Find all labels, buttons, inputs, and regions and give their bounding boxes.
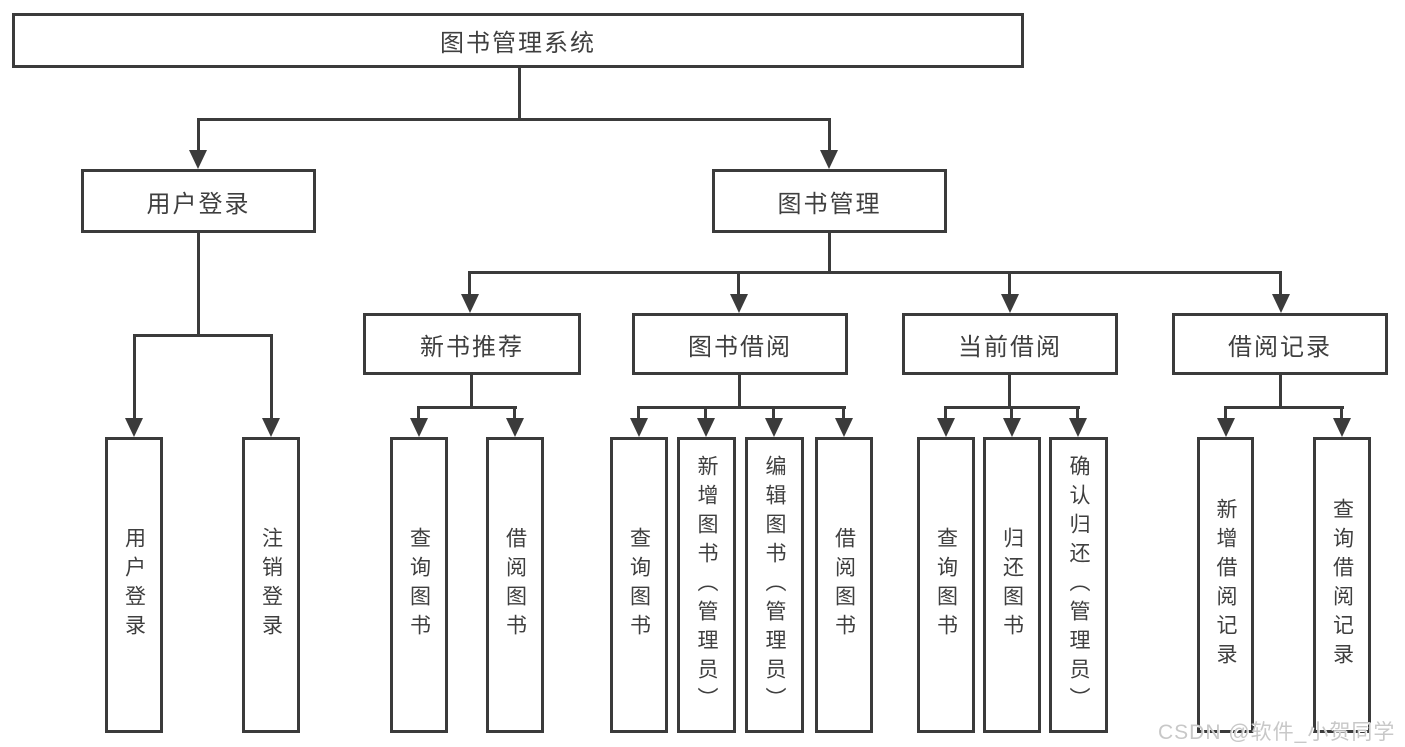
connector-hline <box>417 406 517 409</box>
node-book-management: 图书管理 <box>712 169 947 233</box>
connector-vline <box>828 233 831 273</box>
connector-hline <box>1224 406 1344 409</box>
leaf-edit-books-admin-label: 编辑图书（管理员） <box>763 454 786 716</box>
connector-hline <box>469 271 1282 274</box>
node-current-borrow: 当前借阅 <box>902 313 1118 375</box>
arrowhead-down-icon <box>1333 418 1351 437</box>
leaf-recommend-query-books-label: 查询图书 <box>407 527 431 643</box>
node-new-book-recommend-label: 新书推荐 <box>420 333 524 361</box>
arrowhead-down-icon <box>630 418 648 437</box>
arrowhead-down-icon <box>410 418 428 437</box>
leaf-query-borrow-record-label: 查询借阅记录 <box>1330 498 1354 672</box>
connector-vline <box>513 406 516 419</box>
connector-vline <box>1008 375 1011 408</box>
node-borrow-records: 借阅记录 <box>1172 313 1388 375</box>
connector-vline <box>637 406 640 419</box>
connector-vline <box>1008 271 1011 296</box>
arrowhead-down-icon <box>730 294 748 313</box>
arrowhead-down-icon <box>697 418 715 437</box>
connector-vline <box>1279 375 1282 408</box>
watermark: CSDN @软件_小贺同学 <box>1158 721 1396 744</box>
connector-vline <box>468 271 471 296</box>
leaf-recommend-borrow-books: 借阅图书 <box>486 437 544 733</box>
leaf-confirm-return-admin-label: 确认归还（管理员） <box>1067 454 1090 716</box>
connector-vline <box>704 406 707 419</box>
leaf-borrow-books: 借阅图书 <box>815 437 873 733</box>
arrowhead-down-icon <box>1001 294 1019 313</box>
connector-hline <box>133 334 273 337</box>
leaf-recommend-borrow-books-label: 借阅图书 <box>503 527 527 643</box>
node-book-borrow-label: 图书借阅 <box>688 333 792 361</box>
connector-vline <box>518 68 521 119</box>
leaf-logout-label: 注销登录 <box>259 527 283 643</box>
leaf-add-books-admin-label: 新增图书（管理员） <box>695 454 718 716</box>
arrowhead-down-icon <box>461 294 479 313</box>
leaf-add-borrow-record-label: 新增借阅记录 <box>1214 498 1237 672</box>
connector-vline <box>1340 406 1343 419</box>
node-root-label: 图书管理系统 <box>440 30 596 57</box>
leaf-return-books-label: 归还图书 <box>1000 527 1024 643</box>
connector-vline <box>1010 406 1013 419</box>
connector-vline <box>828 118 831 152</box>
node-user-login: 用户登录 <box>81 169 316 233</box>
leaf-confirm-return-admin: 确认归还（管理员） <box>1049 437 1108 733</box>
node-user-login-label: 用户登录 <box>146 190 251 218</box>
node-new-book-recommend: 新书推荐 <box>363 313 581 375</box>
arrowhead-down-icon <box>765 418 783 437</box>
connector-vline <box>270 334 273 419</box>
leaf-borrow-query-books-label: 查询图书 <box>627 527 651 643</box>
leaf-edit-books-admin: 编辑图书（管理员） <box>745 437 804 733</box>
arrowhead-down-icon <box>820 150 838 169</box>
arrowhead-down-icon <box>835 418 853 437</box>
connector-vline <box>470 375 473 408</box>
leaf-current-query-books: 查询图书 <box>917 437 975 733</box>
arrowhead-down-icon <box>937 418 955 437</box>
arrowhead-down-icon <box>262 418 280 437</box>
connector-vline <box>772 406 775 419</box>
arrowhead-down-icon <box>1272 294 1290 313</box>
arrowhead-down-icon <box>506 418 524 437</box>
arrowhead-down-icon <box>189 150 207 169</box>
arrowhead-down-icon <box>1069 418 1087 437</box>
node-borrow-records-label: 借阅记录 <box>1228 333 1332 361</box>
leaf-user-login: 用户登录 <box>105 437 163 733</box>
connector-vline <box>1224 406 1227 419</box>
leaf-logout: 注销登录 <box>242 437 300 733</box>
connector-hline <box>197 118 831 121</box>
connector-vline <box>737 271 740 296</box>
leaf-current-query-books-label: 查询图书 <box>934 527 958 643</box>
connector-vline <box>197 118 200 152</box>
connector-vline <box>842 406 845 419</box>
node-book-borrow: 图书借阅 <box>632 313 848 375</box>
connector-vline <box>1076 406 1079 419</box>
node-root: 图书管理系统 <box>12 13 1024 68</box>
leaf-recommend-query-books: 查询图书 <box>390 437 448 733</box>
leaf-return-books: 归还图书 <box>983 437 1041 733</box>
leaf-query-borrow-record: 查询借阅记录 <box>1313 437 1371 733</box>
leaf-borrow-books-label: 借阅图书 <box>832 527 856 643</box>
connector-vline <box>133 334 136 419</box>
leaf-add-books-admin: 新增图书（管理员） <box>677 437 736 733</box>
connector-vline <box>944 406 947 419</box>
arrowhead-down-icon <box>125 418 143 437</box>
connector-vline <box>417 406 420 419</box>
leaf-borrow-query-books: 查询图书 <box>610 437 668 733</box>
node-book-management-label: 图书管理 <box>777 190 882 218</box>
leaf-user-login-label: 用户登录 <box>122 527 146 643</box>
leaf-add-borrow-record: 新增借阅记录 <box>1197 437 1254 733</box>
connector-vline <box>197 233 200 336</box>
node-current-borrow-label: 当前借阅 <box>958 333 1062 361</box>
arrowhead-down-icon <box>1217 418 1235 437</box>
connector-hline <box>637 406 846 409</box>
connector-vline <box>738 375 741 408</box>
arrowhead-down-icon <box>1003 418 1021 437</box>
connector-vline <box>1279 271 1282 296</box>
